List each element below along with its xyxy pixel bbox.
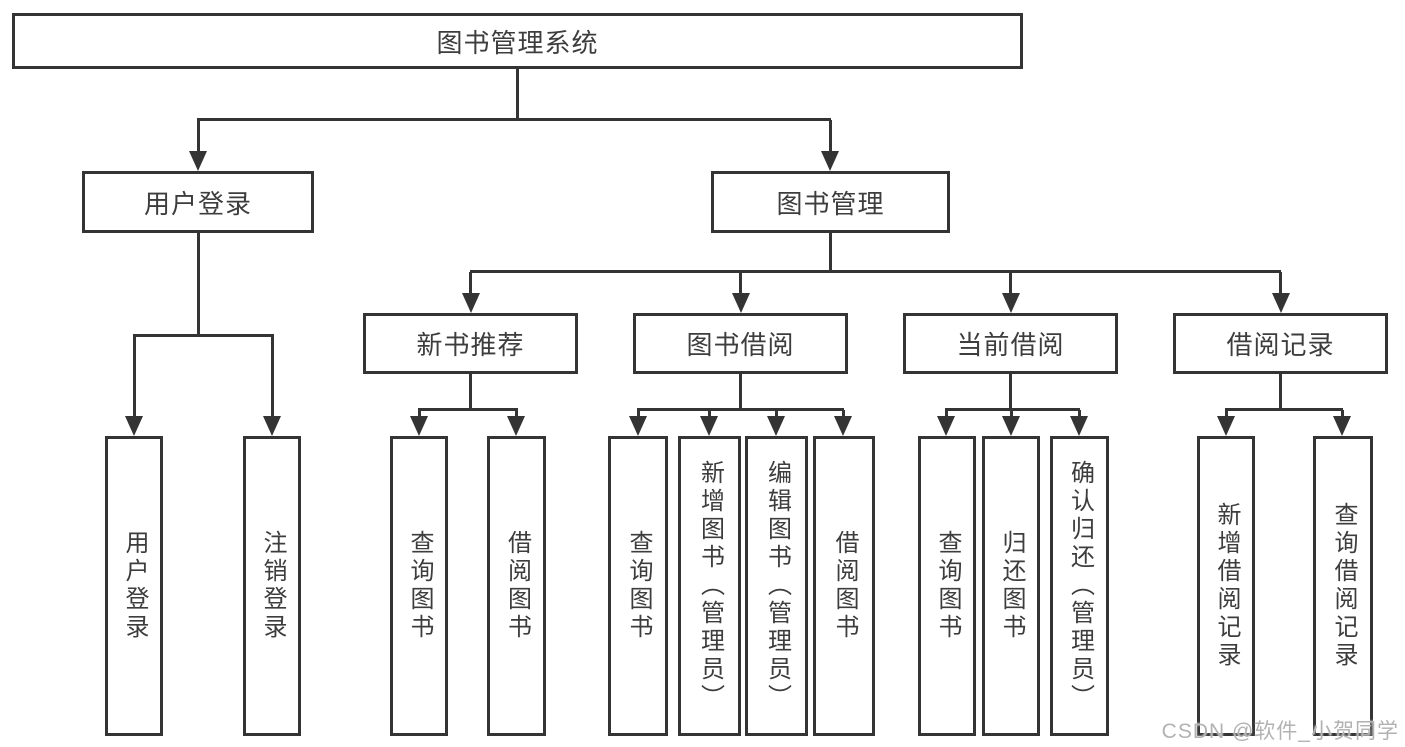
- leaf-bb-add-book-admin: 新增图书（管理员）: [678, 436, 741, 736]
- connector-line: [469, 371, 472, 410]
- node-book-management: 图书管理: [711, 171, 950, 233]
- leaf-label: 归还图书: [998, 530, 1025, 642]
- leaf-label: 查询图书: [406, 530, 433, 642]
- node-current-borrowing: 当前借阅: [903, 313, 1118, 374]
- arrow-down-icon: [1002, 416, 1020, 436]
- leaf-label: 查询借阅记录: [1330, 502, 1357, 670]
- arrow-down-icon: [507, 416, 525, 436]
- connector-line: [637, 408, 844, 411]
- arrow-down-icon: [767, 416, 785, 436]
- arrow-down-icon: [125, 416, 143, 436]
- connector-line: [1010, 410, 1013, 418]
- arrow-down-icon: [732, 293, 750, 313]
- connector-line: [133, 336, 136, 416]
- connector-line: [1279, 272, 1282, 295]
- node-borrowing-records: 借阅记录: [1173, 313, 1388, 374]
- connector-line: [1225, 410, 1228, 418]
- node-user-login: 用户登录: [82, 171, 314, 233]
- leaf-label: 查询图书: [625, 530, 652, 642]
- arrow-down-icon: [834, 416, 852, 436]
- arrow-down-icon: [1002, 293, 1020, 313]
- leaf-nbr-query-books: 查询图书: [390, 436, 448, 736]
- connector-line: [775, 410, 778, 418]
- connector-line: [739, 272, 742, 295]
- leaf-cb-confirm-return-admin: 确认归还（管理员）: [1050, 436, 1109, 736]
- leaf-label: 借阅图书: [503, 530, 531, 642]
- arrow-down-icon: [821, 151, 839, 171]
- connector-line: [1009, 371, 1012, 410]
- leaf-logout: 注销登录: [243, 436, 301, 736]
- connector-line: [1009, 272, 1012, 295]
- leaf-nbr-borrow-books: 借阅图书: [487, 436, 546, 736]
- leaf-bb-edit-book-admin: 编辑图书（管理员）: [745, 436, 808, 736]
- arrow-down-icon: [1272, 293, 1290, 313]
- leaf-br-add-record: 新增借阅记录: [1197, 436, 1255, 736]
- node-book-borrowing: 图书借阅: [633, 313, 848, 374]
- connector-line: [197, 231, 200, 336]
- connector-line: [1279, 371, 1282, 410]
- connector-line: [470, 270, 1281, 273]
- watermark: CSDN @软件_小贺同学: [1161, 720, 1399, 743]
- leaf-label: 新增图书（管理员）: [696, 460, 724, 712]
- connector-line: [829, 120, 832, 152]
- connector-line: [945, 410, 948, 418]
- connector-line: [842, 410, 845, 418]
- leaf-cb-query-books: 查询图书: [918, 436, 976, 736]
- connector-line: [708, 410, 711, 418]
- arrow-down-icon: [937, 416, 955, 436]
- arrow-down-icon: [1217, 416, 1235, 436]
- connector-line: [197, 118, 831, 121]
- connector-line: [945, 408, 1080, 411]
- arrow-down-icon: [263, 416, 281, 436]
- arrow-down-icon: [700, 416, 718, 436]
- leaf-label: 确认归还（管理员）: [1066, 460, 1094, 712]
- leaf-label: 新增借阅记录: [1213, 502, 1240, 670]
- node-library-system: 图书管理系统: [12, 13, 1023, 69]
- arrow-down-icon: [629, 416, 647, 436]
- connector-line: [1078, 410, 1081, 418]
- connector-line: [637, 410, 640, 418]
- arrow-down-icon: [1070, 416, 1088, 436]
- arrow-down-icon: [410, 416, 428, 436]
- connector-line: [469, 272, 472, 295]
- leaf-cb-return-books: 归还图书: [982, 436, 1040, 736]
- arrow-down-icon: [1333, 416, 1351, 436]
- leaf-label: 注销登录: [259, 530, 286, 642]
- connector-line: [829, 231, 832, 272]
- connector-line: [418, 410, 421, 418]
- leaf-label: 查询图书: [934, 530, 961, 642]
- arrow-down-icon: [189, 151, 207, 171]
- leaf-bb-query-books: 查询图书: [608, 436, 668, 736]
- leaf-user-login: 用户登录: [105, 436, 163, 736]
- connector-line: [271, 336, 274, 416]
- node-new-book-recommendation: 新书推荐: [363, 313, 578, 374]
- connector-line: [739, 371, 742, 410]
- arrow-down-icon: [462, 293, 480, 313]
- connector-line: [133, 334, 274, 337]
- connector-line: [418, 408, 518, 411]
- connector-line: [515, 410, 518, 418]
- leaf-label: 用户登录: [121, 530, 148, 642]
- connector-line: [1225, 408, 1343, 411]
- leaf-label: 编辑图书（管理员）: [763, 460, 791, 712]
- connector-line: [197, 120, 200, 152]
- leaf-label: 借阅图书: [831, 530, 858, 642]
- leaf-br-query-record: 查询借阅记录: [1313, 436, 1373, 736]
- connector-line: [516, 68, 519, 120]
- connector-line: [1341, 410, 1344, 418]
- leaf-bb-borrow-books: 借阅图书: [813, 436, 875, 736]
